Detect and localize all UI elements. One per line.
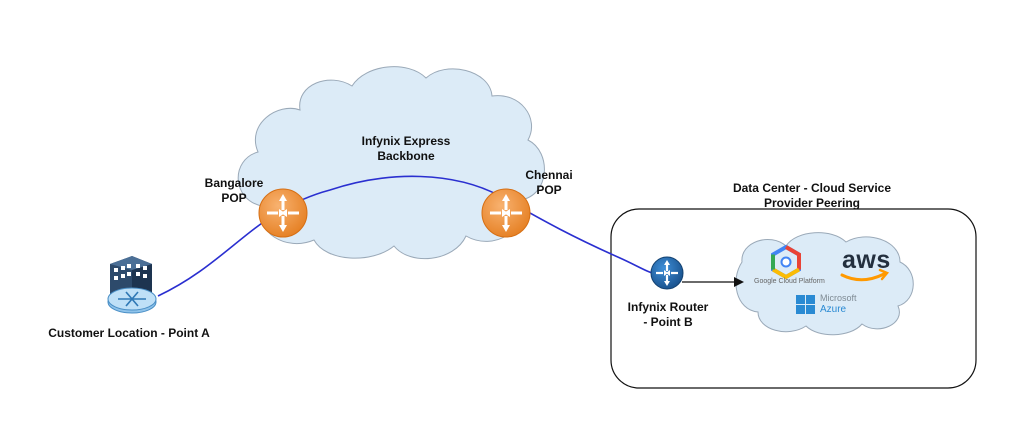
building-router-icon [107,256,157,314]
router-b-label: Infynix Router - Point B [627,300,709,329]
azure-label-line2: Azure [820,304,847,315]
router-icon [481,188,531,238]
aws-smile-icon [840,272,886,282]
gcp-label: Google Cloud Platform [754,278,825,285]
bangalore-pop-label: Bangalore POP [204,176,264,205]
cloud-providers-cloud [735,232,914,336]
azure-logo-icon [796,295,815,314]
backbone-link [157,175,662,297]
router-icon [258,188,308,238]
aws-label: aws [842,246,891,274]
gcp-logo-icon [771,244,801,280]
chennai-pop-label: Chennai POP [525,168,573,197]
customer-label: Customer Location - Point A [48,326,210,340]
router-icon [650,256,684,290]
azure-label-line1: Microsoft [820,293,857,303]
backbone-label: Infynix Express Backbone [361,134,451,163]
data-center-label: Data Center - Cloud Service Provider Pee… [732,181,892,210]
